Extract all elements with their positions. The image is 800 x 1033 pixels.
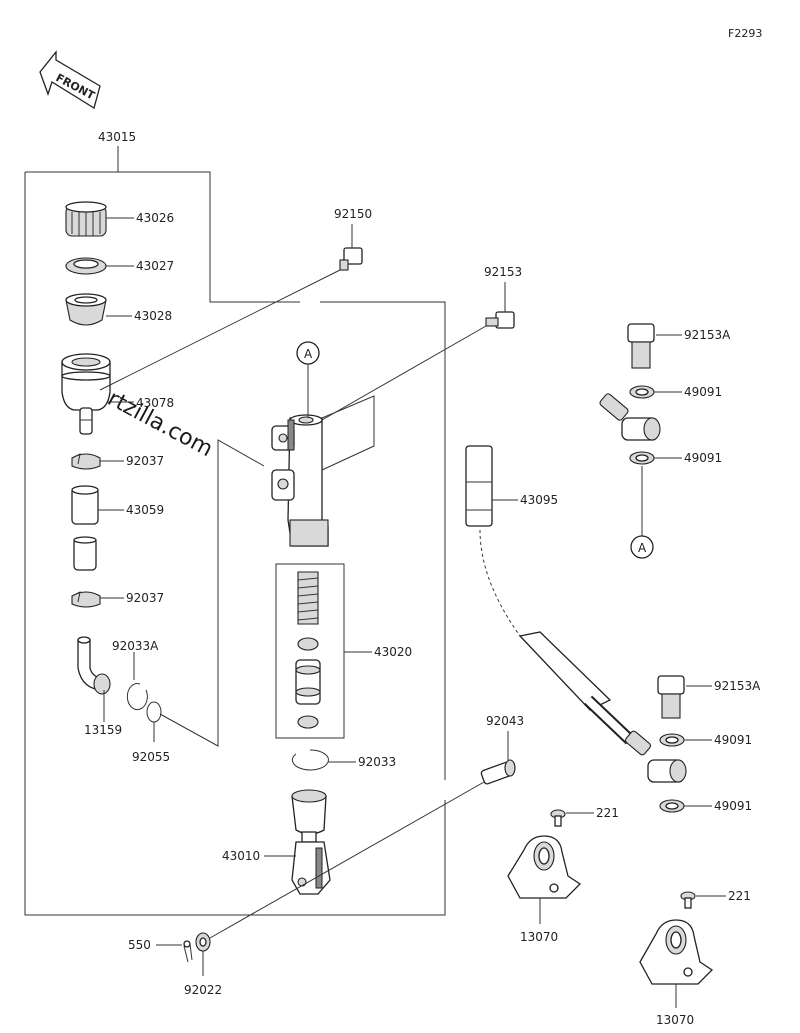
label-221-b: 221: [728, 889, 751, 903]
reservoir-cap: [65, 201, 107, 237]
label-550: 550: [128, 938, 151, 952]
label-13070-a: 13070: [520, 930, 558, 944]
washer-49091-b: [629, 451, 655, 465]
cap-plate: [65, 257, 107, 275]
marker-a-top: A: [304, 347, 313, 361]
screw-221-a: [550, 809, 566, 827]
hose: [71, 485, 99, 571]
diagram-code: F2293: [728, 27, 762, 40]
label-92153A-upper: 92153A: [684, 328, 731, 342]
brake-hose: [465, 357, 687, 783]
label-49091-a: 49091: [684, 385, 722, 399]
cotter-pin: [183, 940, 193, 963]
label-92055: 92055: [132, 750, 170, 764]
label-92037-upper: 92037: [126, 454, 164, 468]
push-rod: [291, 789, 331, 895]
washer-49091-a: [629, 385, 655, 399]
assembly-frame: [24, 146, 446, 916]
bolt-92153: [485, 311, 515, 329]
label-43095: 43095: [520, 493, 558, 507]
label-92033: 92033: [358, 755, 396, 769]
label-43020: 43020: [374, 645, 412, 659]
label-13070-b: 13070: [656, 1013, 694, 1027]
piston-kit-box: [275, 563, 345, 739]
hose-clamp-upper: [71, 453, 101, 470]
circlip: [291, 749, 329, 771]
master-cylinder: [271, 414, 329, 547]
label-43028: 43028: [134, 309, 172, 323]
banjo-bolt-lower: [657, 675, 685, 719]
bracket-13070-a: [507, 835, 582, 899]
label-13159: 13159: [84, 723, 122, 737]
label-49091-b: 49091: [684, 451, 722, 465]
washer-49091-d: [659, 799, 685, 813]
label-221-a: 221: [596, 806, 619, 820]
circlip-small: [126, 683, 148, 711]
marker-circle-right: [630, 535, 654, 559]
label-43026: 43026: [136, 211, 174, 225]
label-92153: 92153: [484, 265, 522, 279]
label-92033A: 92033A: [112, 639, 159, 653]
label-92043: 92043: [486, 714, 524, 728]
front-arrow-icon: FRONT: [39, 50, 101, 110]
screw-221-b: [680, 891, 696, 909]
label-92153A-lower: 92153A: [714, 679, 761, 693]
hose-clamp-lower: [71, 591, 101, 608]
label-43010: 43010: [222, 849, 260, 863]
label-92037-lower: 92037: [126, 591, 164, 605]
elbow-fitting: [77, 636, 111, 695]
clevis-pin: [480, 759, 516, 785]
reservoir: [61, 353, 111, 435]
washer-92022: [195, 932, 211, 952]
label-43015: 43015: [98, 130, 136, 144]
bolt-92150: [339, 247, 363, 271]
label-49091-c: 49091: [714, 733, 752, 747]
label-43059: 43059: [126, 503, 164, 517]
label-92150: 92150: [334, 207, 372, 221]
diaphragm: [65, 293, 107, 326]
label-43078: 43078: [136, 396, 174, 410]
washer-49091-c: [659, 733, 685, 747]
piston-kit: [295, 571, 321, 729]
o-ring: [146, 701, 162, 723]
bracket-13070-b: [639, 919, 714, 985]
marker-a-right: A: [638, 541, 647, 555]
banjo-bolt-upper: [627, 323, 655, 369]
label-43027: 43027: [136, 259, 174, 273]
label-49091-d: 49091: [714, 799, 752, 813]
label-92022: 92022: [184, 983, 222, 997]
